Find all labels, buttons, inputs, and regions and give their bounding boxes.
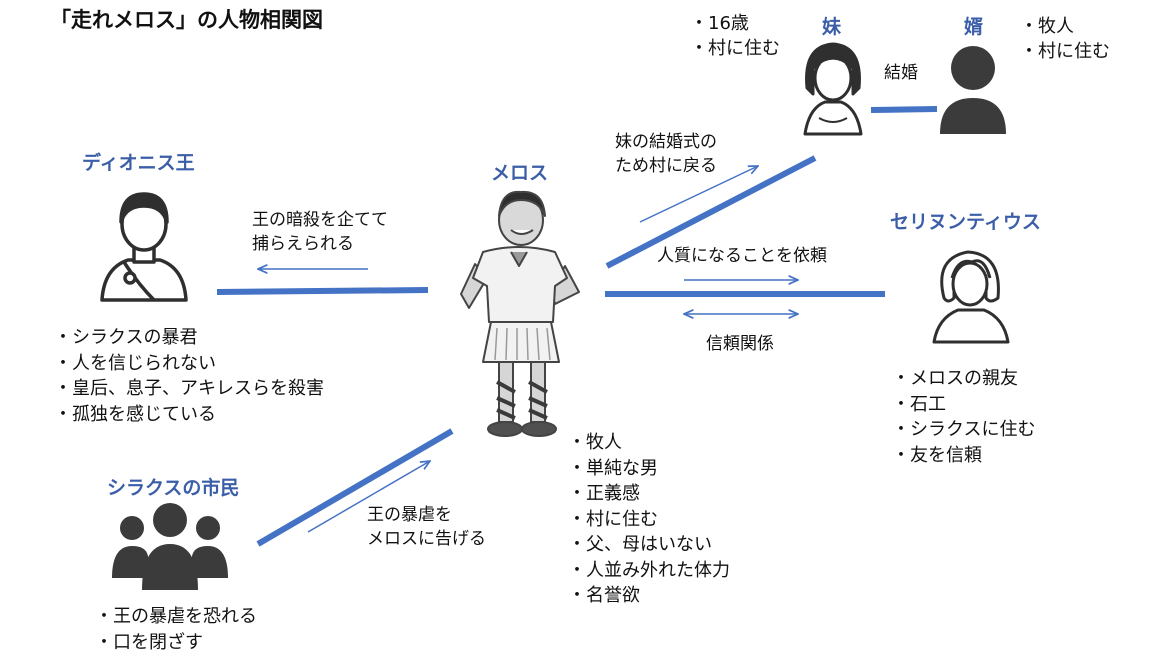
- melos-name: メロス: [491, 158, 548, 185]
- list-item: 口を閉ざす: [95, 630, 257, 655]
- selinuntius-traits: メロスの親友 石工 シラクスに住む 友を信頼: [892, 366, 1035, 468]
- list-item: ・16歳: [690, 11, 780, 36]
- list-item: ・村に住む: [690, 36, 780, 61]
- sister-icon: [795, 38, 871, 138]
- list-item: 牧人: [568, 430, 730, 456]
- list-item: 皇后、息子、アキレスらを殺害: [54, 376, 324, 402]
- list-item: 正義感: [568, 481, 730, 507]
- groom-icon: [938, 40, 1008, 136]
- king-name: ディオニス王: [82, 148, 195, 175]
- relation-label-marriage: 結婚: [884, 61, 918, 85]
- melos-traits: 牧人 単純な男 正義感 村に住む 父、母はいない 人並み外れた体力 名誉欲: [568, 430, 730, 609]
- list-item: 王の暴虐を恐れる: [95, 604, 257, 630]
- melos-figure-icon: [455, 186, 585, 442]
- selinuntius-name: セリヌンティウス: [890, 207, 1041, 234]
- line-sister-groom: [871, 109, 937, 110]
- list-item: 単純な男: [568, 456, 730, 482]
- relation-label-trust: 信頼関係: [706, 332, 774, 356]
- sister-traits: ・16歳 ・村に住む: [690, 11, 780, 61]
- king-icon: [94, 188, 194, 304]
- relation-label-sister: 妹の結婚式の ため村に戻る: [615, 130, 717, 178]
- list-item: 村に住む: [568, 507, 730, 533]
- king-traits: シラクスの暴君 人を信じられない 皇后、息子、アキレスらを殺害 孤独を感じている: [54, 325, 324, 427]
- groom-name: 婿: [964, 12, 983, 39]
- list-item: 友を信頼: [892, 443, 1035, 469]
- list-item: 父、母はいない: [568, 532, 730, 558]
- list-item: メロスの親友: [892, 366, 1035, 392]
- list-item: 名誉欲: [568, 583, 730, 609]
- groom-traits: ・牧人 ・村に住む: [1020, 14, 1110, 64]
- list-item: ・牧人: [1020, 14, 1110, 39]
- list-item: 人並み外れた体力: [568, 558, 730, 584]
- citizens-traits: 王の暴虐を恐れる 口を閉ざす: [95, 604, 257, 655]
- list-item: 孤独を感じている: [54, 402, 324, 428]
- citizens-name: シラクスの市民: [107, 473, 239, 500]
- list-item: 石工: [892, 392, 1035, 418]
- list-item: ・村に住む: [1020, 39, 1110, 64]
- sister-name: 妹: [822, 12, 841, 39]
- line-melos-king: [217, 290, 428, 292]
- relation-label-citizens: 王の暴虐を メロスに告げる: [367, 503, 486, 551]
- list-item: 人を信じられない: [54, 351, 324, 377]
- selinuntius-icon: [928, 242, 1014, 346]
- list-item: シラクスの暴君: [54, 325, 324, 351]
- relation-label-king: 王の暗殺を企てて 捕らえられる: [252, 208, 388, 256]
- citizens-icon: [112, 500, 228, 592]
- relation-label-hostage: 人質になることを依頼: [657, 244, 827, 268]
- list-item: シラクスに住む: [892, 417, 1035, 443]
